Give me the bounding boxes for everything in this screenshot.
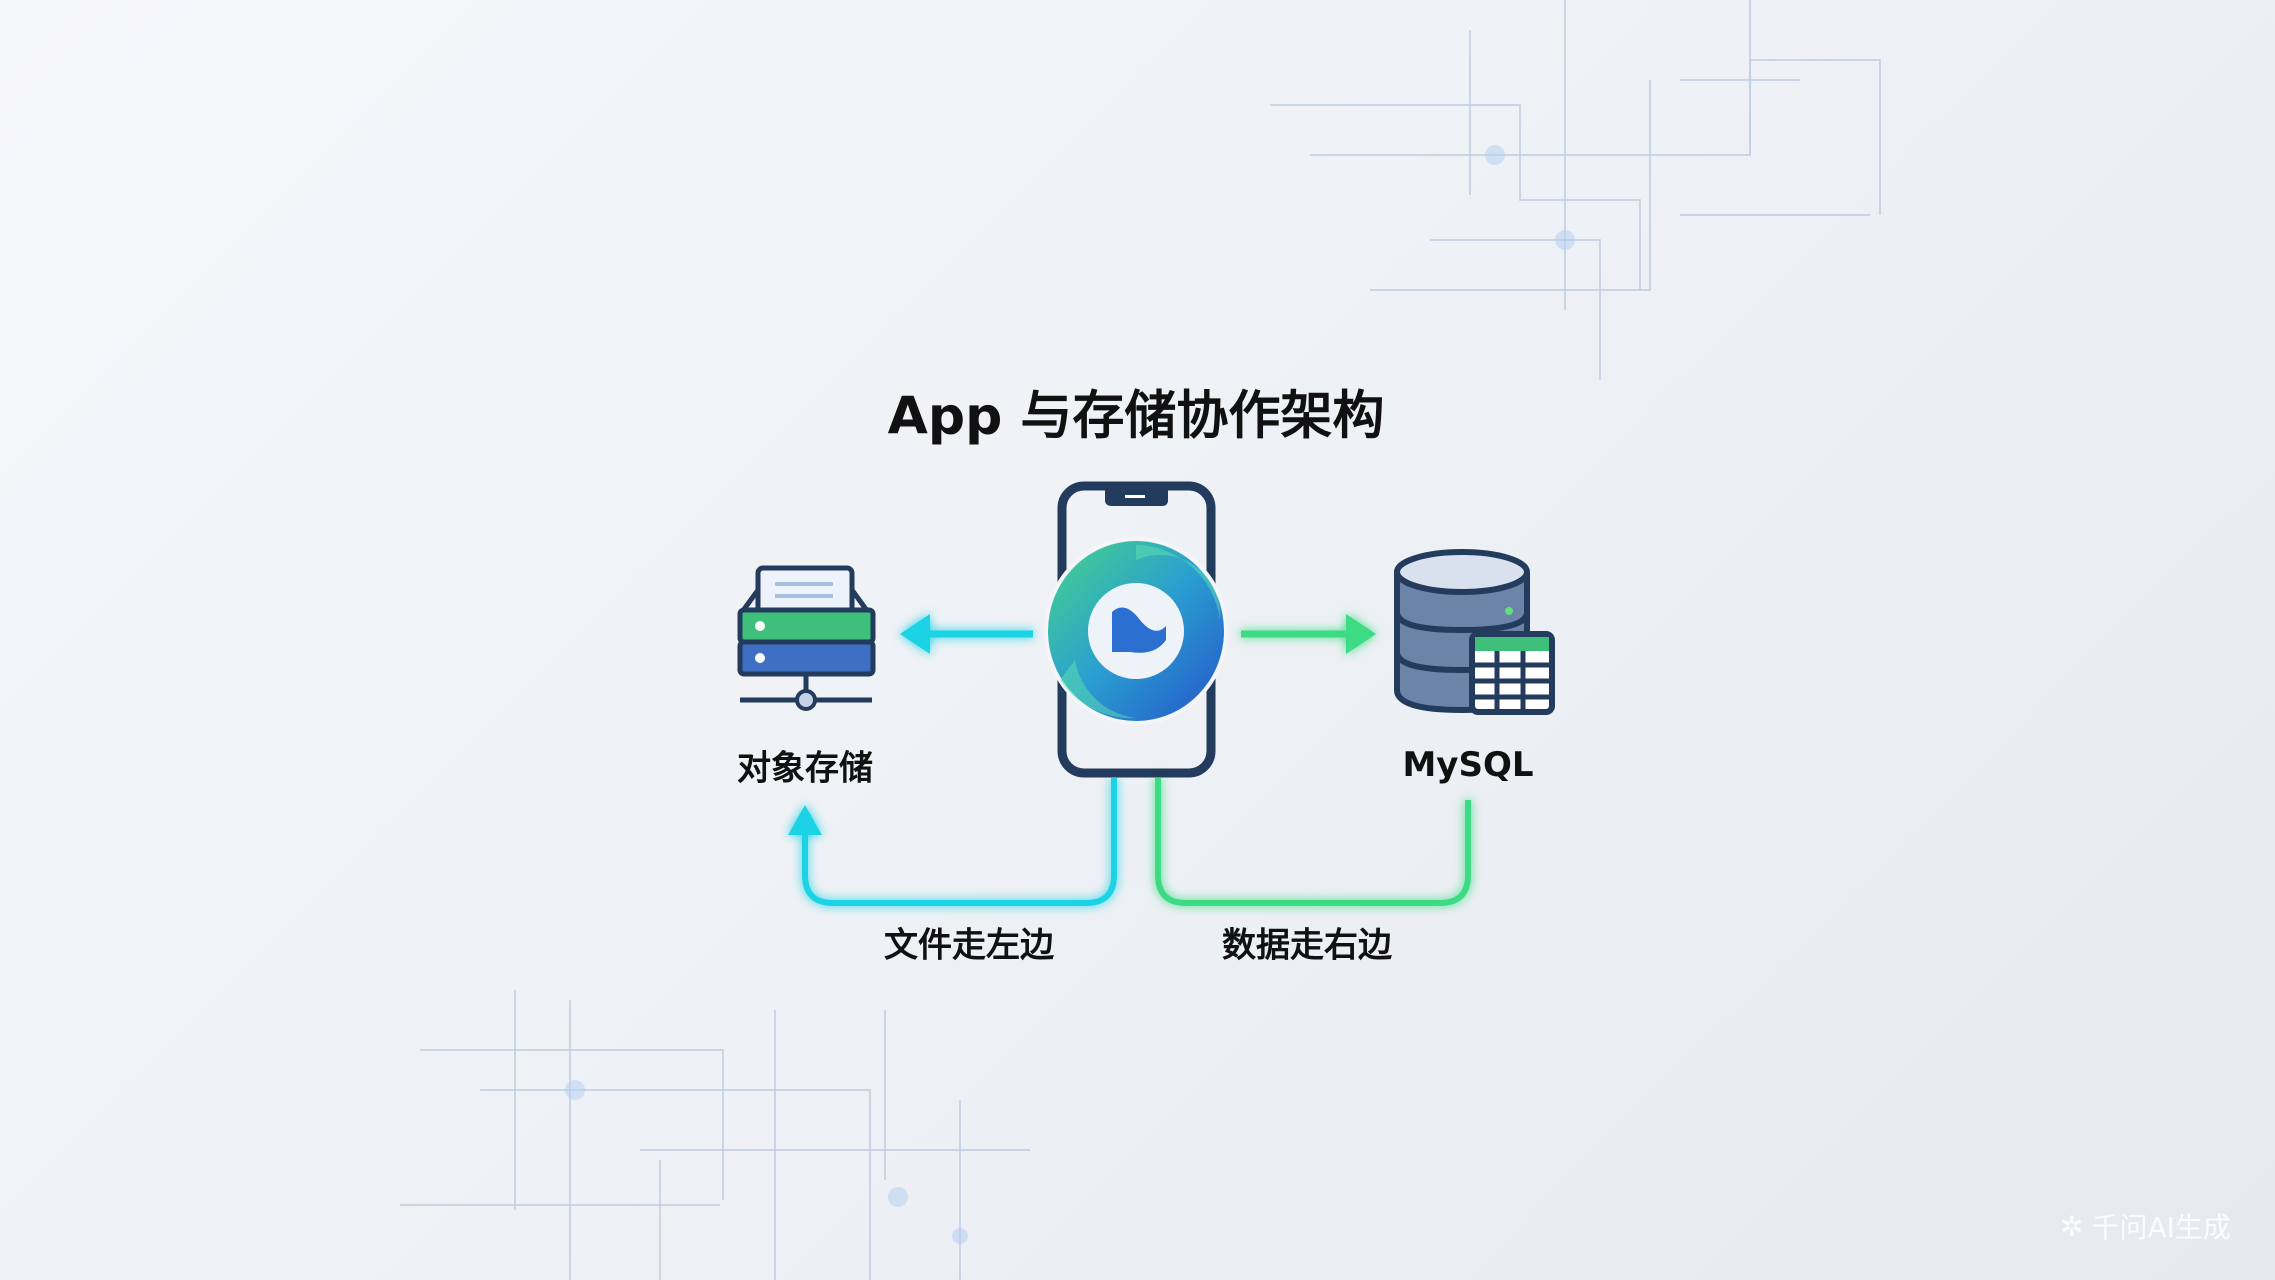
page-title: App 与存储协作架构	[887, 386, 1385, 447]
object-storage-icon	[737, 565, 876, 711]
mysql-label: MySQL	[1402, 745, 1534, 785]
file-flow-label: 文件走左边	[884, 925, 1054, 966]
database-icon	[1394, 549, 1555, 715]
data-flow-label: 数据走右边	[1222, 925, 1392, 966]
circuit-decoration-bottom-left	[400, 990, 1030, 1280]
app-logo-icon	[1044, 537, 1228, 725]
watermark: ✲ 千问AI生成	[2060, 1206, 2231, 1246]
circuit-decoration-top-right	[1270, 0, 1881, 380]
data-flow-path	[1155, 778, 1471, 906]
file-flow-path	[788, 778, 1117, 906]
watermark-logo-icon: ✲	[2060, 1209, 2084, 1243]
arrow-to-mysql	[1241, 614, 1376, 654]
watermark-text: 千问AI生成	[2091, 1211, 2231, 1244]
arrow-to-object-storage	[900, 614, 1033, 654]
object-storage-label: 对象存储	[737, 748, 873, 789]
